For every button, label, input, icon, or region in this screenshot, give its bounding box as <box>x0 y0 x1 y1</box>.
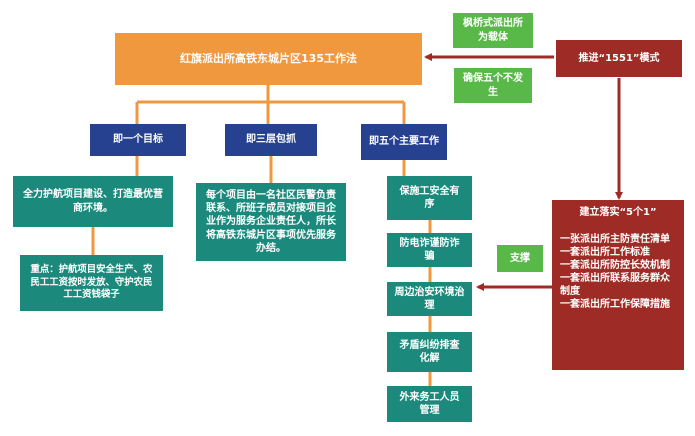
branch-three-guarantee-label: 即三层包抓 <box>246 134 296 146</box>
support-label: 支撑 <box>510 252 530 264</box>
five-one-item-1: 一张派出所主防责任清单 <box>560 234 670 246</box>
task-label-2: 防电诈谨防诈骗 <box>399 237 460 262</box>
goal-focus-box: 重点：护航项目安全生产、农民工工资按时发放、守护农民工工资钱袋子 <box>20 255 163 311</box>
promote-label: 推进“1551”模式 <box>578 52 660 64</box>
task-label-4: 矛盾纠纷排查化解 <box>399 339 460 364</box>
task-box-5: 外来务工人员管理 <box>387 386 472 422</box>
five-one-box: 建立落实“5个1” 一张派出所主防责任清单 一套派出所工作标准 一套派出所防控长… <box>552 200 684 370</box>
branch-one-goal-label: 即一个目标 <box>113 134 163 146</box>
task-label-5: 外来务工人员管理 <box>399 391 460 416</box>
five-one-item-4: 一套派出所联系服务群众制度 <box>560 273 670 298</box>
three-detail-box: 每个项目由一名社区民警负责联系、所班子成员对接项目企业作为服务企业责任人，所长将… <box>196 183 346 261</box>
task-label-1: 保施工安全有序 <box>399 185 460 210</box>
promote-box: 推进“1551”模式 <box>556 40 682 77</box>
five-one-title: 建立落实“5个1” <box>579 207 657 218</box>
support-box: 支撑 <box>497 245 543 272</box>
main-title: 红旗派出所高铁东城片区135工作法 <box>180 51 357 65</box>
goal-guarantee-box: 确保五个不发生 <box>454 68 532 103</box>
branch-three-guarantee: 即三层包抓 <box>225 124 317 156</box>
red-arrows <box>424 53 623 291</box>
five-one-item-2: 一套派出所工作标准 <box>560 247 650 259</box>
carrier-label: 枫桥式派出所为载体 <box>463 18 523 43</box>
goal-detail-box: 全力护航项目建设、打造最优营商环境。 <box>13 176 173 227</box>
branch-one-goal: 即一个目标 <box>90 124 186 156</box>
tree-connectors <box>91 84 432 386</box>
goal-guarantee-label: 确保五个不发生 <box>463 73 523 98</box>
five-one-item-3: 一套派出所防控长效机制 <box>560 260 670 272</box>
main-title-box: 红旗派出所高铁东城片区135工作法 <box>115 33 422 85</box>
task-box-2: 防电诈谨防诈骗 <box>387 233 472 267</box>
carrier-box: 枫桥式派出所为载体 <box>453 13 533 48</box>
goal-detail-text: 全力护航项目建设、打造最优营商环境。 <box>23 189 163 214</box>
task-box-3: 周边治安环境治理 <box>387 282 472 316</box>
five-one-item-5: 一套派出所工作保障措施 <box>560 299 670 311</box>
three-detail-text: 每个项目由一名社区民警负责联系、所班子成员对接项目企业作为服务企业责任人，所长将… <box>206 190 336 254</box>
task-label-3: 周边治安环境治理 <box>394 286 465 311</box>
task-box-4: 矛盾纠纷排查化解 <box>387 332 472 372</box>
task-box-1: 保施工安全有序 <box>387 176 472 220</box>
branch-five-tasks-label: 即五个主要工作 <box>369 136 439 148</box>
branch-five-tasks: 即五个主要工作 <box>361 124 447 160</box>
goal-focus-text: 重点：护航项目安全生产、农民工工资按时发放、守护农民工工资钱袋子 <box>30 264 153 301</box>
